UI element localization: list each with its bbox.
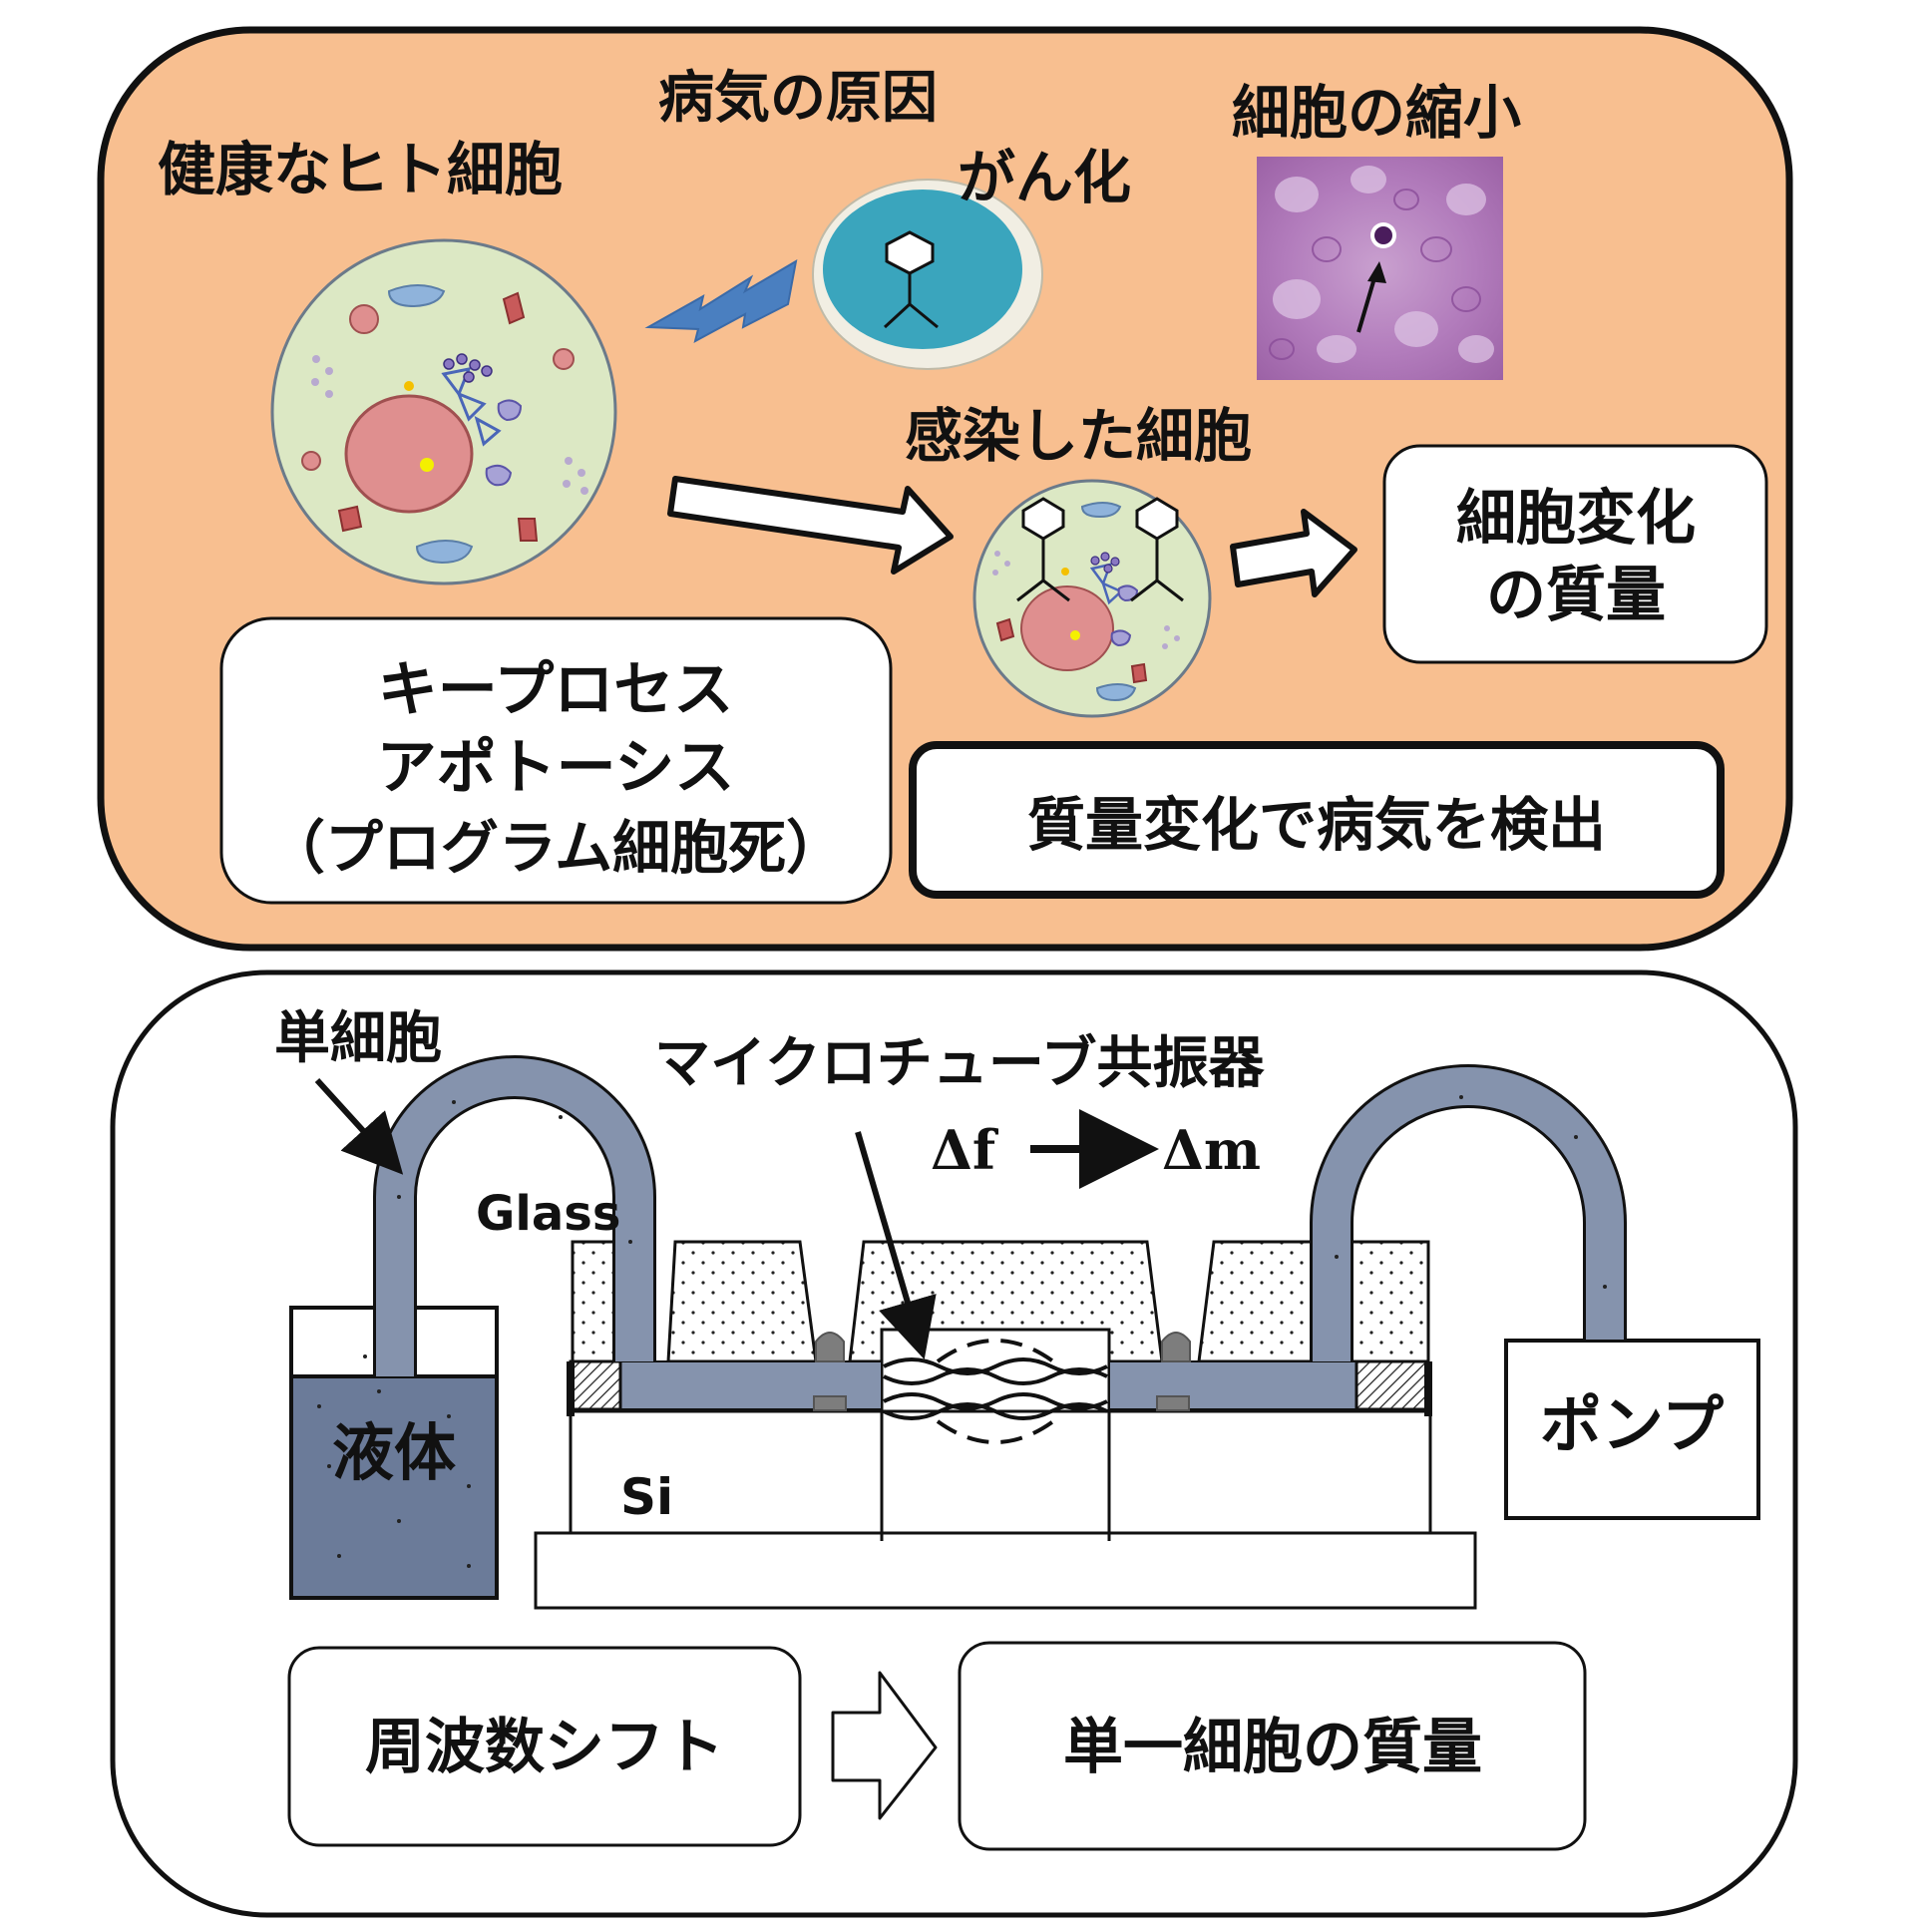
infected-cell-label: 感染した細胞 — [905, 402, 1252, 470]
conversion-arrow-icon — [831, 1671, 938, 1820]
healthy-cell-illustration — [270, 238, 617, 585]
resonator-arrow — [855, 1131, 937, 1360]
freq-shift-label: 周波数シフト — [365, 1713, 724, 1782]
cell-change-mass-line1: 細胞変化 — [1456, 484, 1696, 554]
cell-shrink-label: 細胞の縮小 — [1232, 79, 1521, 147]
single-cell-label: 単細胞 — [274, 1006, 442, 1071]
key-process-line3: （プログラム細胞死） — [267, 814, 844, 882]
cancer-cell-illustration — [812, 179, 1043, 370]
sealant-drops — [813, 1332, 1191, 1411]
delta-m-label: Δm — [1162, 1118, 1261, 1182]
resonator-label: マイクロチューブ共振器 — [654, 1031, 1266, 1096]
cell-shrink-micrograph — [1257, 157, 1503, 380]
single-cell-mass-box — [958, 1641, 1587, 1851]
frequency-shift-box — [287, 1646, 802, 1847]
key-process-line1: キープロセス — [378, 655, 733, 725]
single-cell-arrow — [314, 1077, 404, 1175]
key-process-line2: アポトーシス — [377, 733, 735, 803]
bottom-panel: 単細胞 マイクロチューブ共振器 Δf Δm Glass Si 液体 ポンプ 周波… — [110, 969, 1798, 1918]
base-plate — [534, 1531, 1477, 1610]
cancer-label: がん化 — [958, 144, 1131, 211]
single-cell-mass-label: 単一細胞の質量 — [1063, 1713, 1482, 1782]
delta-f-label: Δf — [931, 1118, 999, 1182]
silicon-substrate — [569, 1409, 1432, 1535]
cell-change-mass-line2: の質量 — [1486, 561, 1666, 630]
disease-cause-label: 病気の原因 — [658, 66, 938, 131]
glass-label: Glass — [476, 1186, 620, 1242]
healthy-cell-label: 健康なヒト細胞 — [158, 136, 563, 203]
infected-cell-illustration — [972, 479, 1212, 718]
microtube-resonator — [883, 1339, 1108, 1444]
top-panel: 健康なヒト細胞 病気の原因 がん化 細胞の縮小 感染した細胞 細胞変化 の質量 … — [97, 26, 1793, 952]
detect-box — [909, 741, 1725, 899]
pump-label: ポンプ — [1540, 1388, 1724, 1461]
lightning-bolt-icon — [644, 259, 798, 343]
pump-box — [1504, 1339, 1760, 1520]
fluid-channel — [567, 1359, 1432, 1416]
key-process-box — [219, 616, 893, 905]
liquid-container — [289, 1306, 499, 1600]
liquid-label: 液体 — [332, 1416, 456, 1489]
progress-arrow-icon — [667, 476, 954, 575]
result-arrow-icon — [1230, 509, 1357, 597]
detect-label: 質量変化で病気を検出 — [1027, 791, 1606, 859]
si-label: Si — [620, 1468, 673, 1526]
cell-change-mass-box — [1382, 444, 1768, 664]
